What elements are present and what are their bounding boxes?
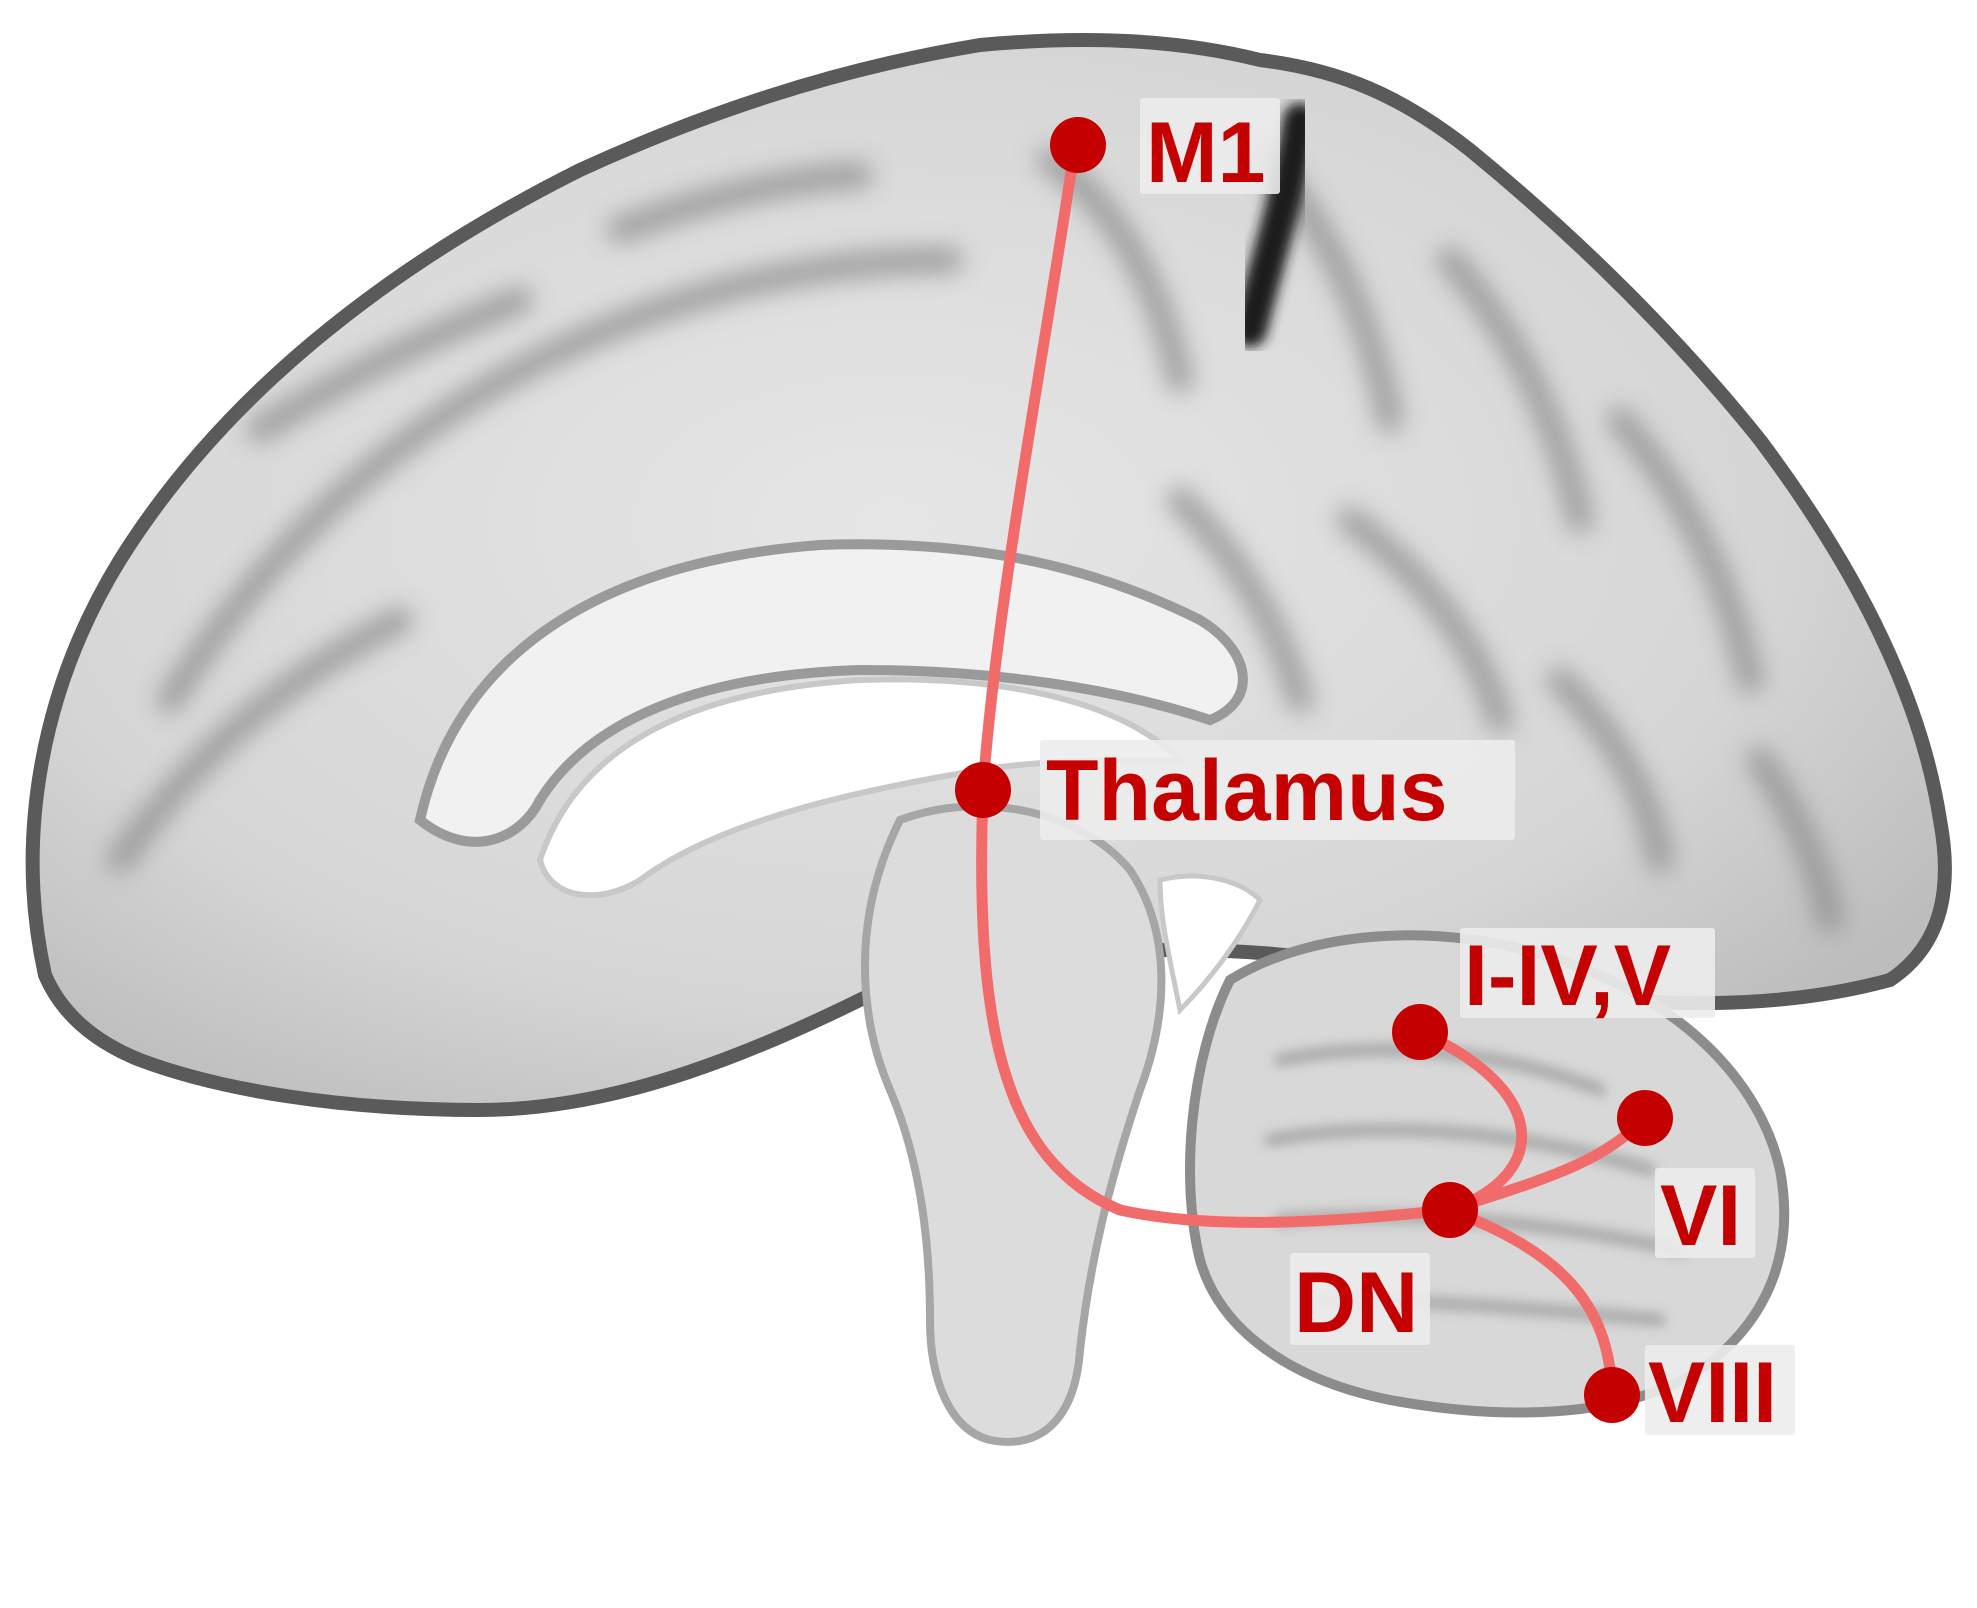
label-bg-lobule-6 — [1655, 1168, 1755, 1258]
node-m1 — [1050, 117, 1106, 173]
m1-thalamus-pathway — [977, 139, 1081, 796]
corpus-callosum — [414, 539, 1248, 847]
label-thalamus: Thalamus — [1046, 743, 1447, 839]
brain-sagittal-image — [25, 33, 1952, 1446]
node-lobule-8 — [1584, 1367, 1640, 1423]
label-lobule-6: VI — [1660, 1168, 1741, 1264]
thalamus-dn-pathway — [976, 784, 1456, 1228]
label-lobule-1-5: I-IV,V — [1464, 928, 1671, 1024]
label-bg-lobule-8 — [1645, 1345, 1795, 1435]
node-lobule-6 — [1617, 1090, 1673, 1146]
label-bg-lobule-1-5 — [1460, 928, 1715, 1018]
node-labels: M1 Thalamus I-IV,V VI DN VIII — [1040, 98, 1795, 1441]
label-dn: DN — [1294, 1255, 1418, 1351]
sulci-pattern — [107, 137, 1843, 933]
fourth-ventricle — [1157, 873, 1264, 1016]
node-thalamus — [955, 762, 1011, 818]
label-bg-m1 — [1140, 98, 1280, 194]
label-m1: M1 — [1146, 105, 1265, 201]
central-sulcus — [1233, 103, 1317, 347]
node-dn — [1422, 1182, 1478, 1238]
dn-lobule-8-pathway — [1444, 1204, 1618, 1401]
label-bg-thalamus — [1040, 740, 1515, 840]
label-lobule-8: VIII — [1648, 1345, 1777, 1441]
label-bg-dn — [1290, 1253, 1430, 1345]
pathway-lines — [976, 139, 1651, 1401]
node-lobule-1-5 — [1392, 1004, 1448, 1060]
brainstem — [861, 802, 1166, 1446]
pathway-nodes — [955, 117, 1673, 1423]
